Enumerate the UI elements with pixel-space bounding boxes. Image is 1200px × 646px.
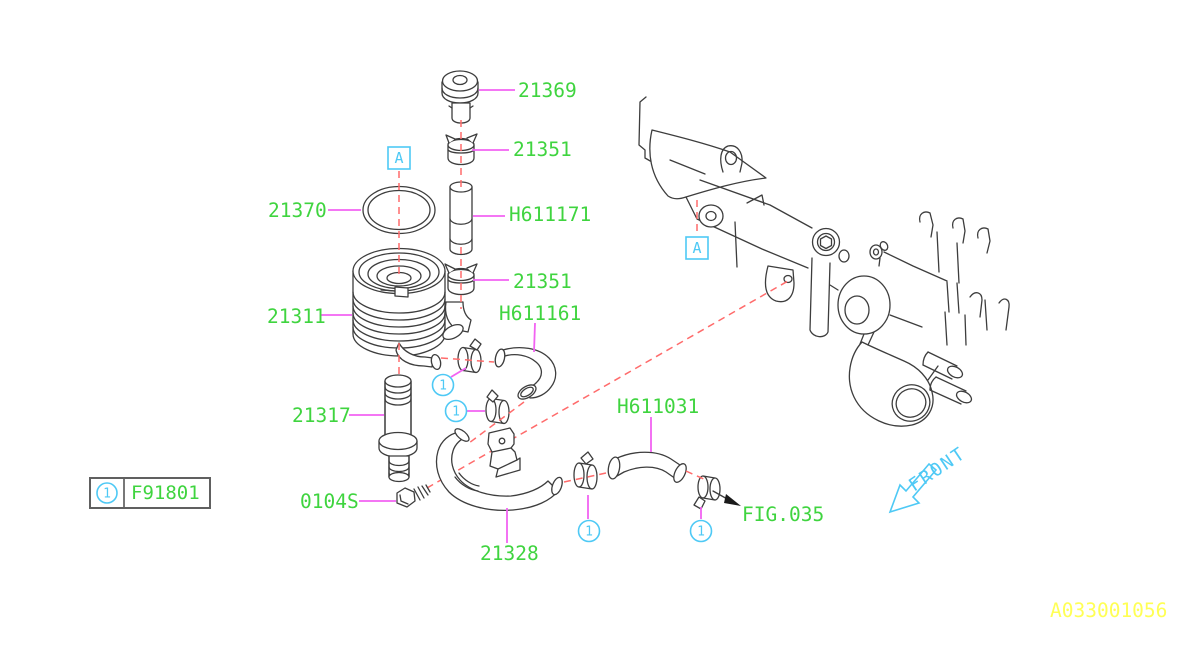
legend-part-cell: F91801	[131, 482, 200, 504]
ref-callout-1-b: 1	[444, 399, 468, 423]
part-label-H611171: H611171	[509, 203, 591, 226]
part-label-21369: 21369	[518, 79, 577, 102]
part-label-21311: 21311	[267, 305, 326, 328]
part-21311-art	[352, 247, 472, 371]
ref-callout-1-c-label: 1	[585, 525, 593, 540]
part-label-21370: 21370	[268, 199, 327, 222]
leader-lines	[321, 89, 702, 543]
part-label-21351-mid: 21351	[513, 270, 572, 293]
ref-callout-1-d-label: 1	[697, 525, 705, 540]
part-H611171-art	[449, 181, 473, 256]
centerline-diagonal	[426, 280, 789, 489]
legend-ref-cell: 1	[103, 487, 111, 502]
fig-ref-arrow	[712, 490, 741, 506]
part-label-21317: 21317	[292, 404, 351, 427]
ref-callout-1-a: 1	[431, 373, 455, 397]
clamp-4-art	[693, 475, 721, 510]
part-21317-art	[378, 374, 418, 483]
centerlines	[398, 120, 709, 483]
part-21369-art	[441, 70, 479, 124]
part-label-21351-top: 21351	[513, 138, 572, 161]
fig-ref-label: FIG.035	[742, 503, 824, 526]
part-label-H611031: H611031	[617, 395, 699, 418]
ref-callout-1-d: 1	[689, 519, 713, 543]
view-callout-a-right-label: A	[692, 239, 701, 257]
clamp-2-art	[485, 389, 510, 425]
legend-table: 1 F91801	[89, 477, 211, 509]
front-direction-label: FRONT	[905, 443, 970, 496]
part-21328-art	[435, 427, 563, 511]
view-callout-a-left-label: A	[394, 149, 403, 167]
part-label-0104S: 0104S	[300, 490, 359, 513]
ref-callout-1-a-label: 1	[439, 379, 447, 394]
clamp-3-art	[573, 451, 598, 490]
clamp-1-art	[457, 338, 482, 374]
engine-assembly-art	[638, 96, 1010, 427]
part-label-H611161: H611161	[499, 302, 581, 325]
part-H611031-art	[607, 451, 687, 483]
view-callout-a-right: A	[685, 236, 709, 260]
figure-code: A033001056	[1050, 599, 1167, 622]
front-direction-arrow: FRONT	[888, 443, 970, 514]
part-H611161-art	[494, 347, 557, 400]
part-0104S-art	[396, 484, 431, 508]
ref-callout-1-b-label: 1	[452, 405, 460, 420]
part-label-21328: 21328	[480, 542, 539, 565]
view-callout-a-left: A	[387, 146, 411, 170]
ref-callout-1-c: 1	[577, 519, 601, 543]
